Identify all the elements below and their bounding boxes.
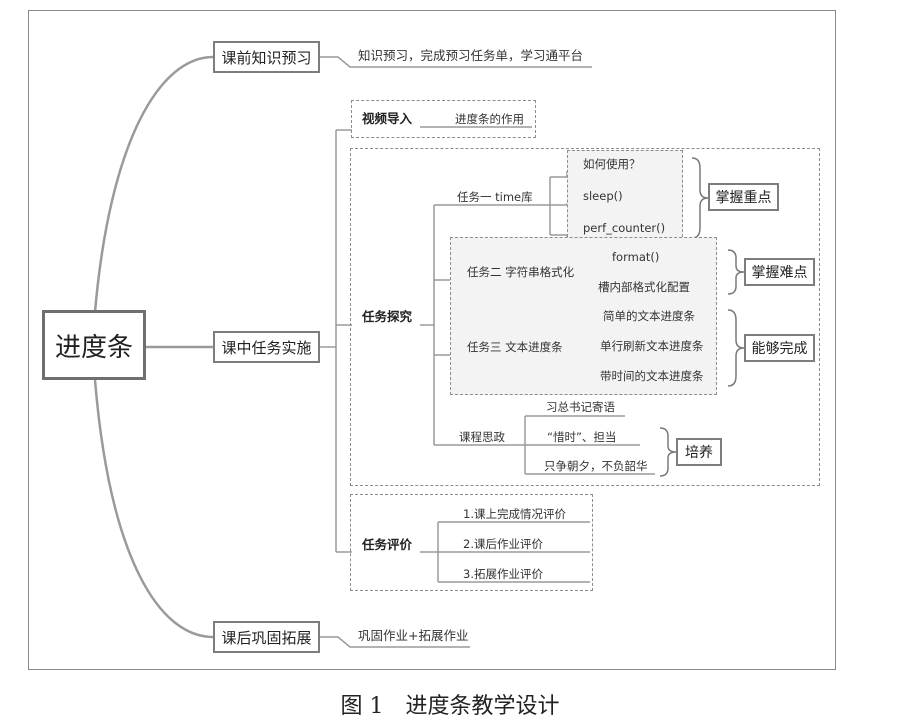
goal-task1: 掌握重点 <box>708 183 779 211</box>
evaluation-item-3: 3.拓展作业评价 <box>463 567 543 581</box>
goal-ideology: 培养 <box>676 438 722 466</box>
task3-item-3: 带时间的文本进度条 <box>600 369 704 383</box>
explore-title: 任务探究 <box>362 309 413 324</box>
root-node: 进度条 <box>42 310 146 380</box>
branch-in-class: 课中任务实施 <box>213 331 320 363</box>
goal-task2-label: 掌握难点 <box>751 265 808 281</box>
group-task1-items <box>567 150 683 242</box>
task1-item-2: sleep() <box>583 189 623 203</box>
ideology-item-3: 只争朝夕，不负韶华 <box>544 459 648 473</box>
goal-task2: 掌握难点 <box>744 258 815 286</box>
ideology-item-2: “惜时”、担当 <box>547 430 617 444</box>
goal-task3-label: 能够完成 <box>751 341 808 357</box>
goal-ideology-label: 培养 <box>685 445 713 461</box>
root-label: 进度条 <box>54 332 133 363</box>
evaluation-item-2: 2.课后作业评价 <box>463 537 543 551</box>
goal-task1-label: 掌握重点 <box>715 190 772 206</box>
branch-pre-class: 课前知识预习 <box>213 41 320 73</box>
task3-item-1: 简单的文本进度条 <box>603 309 695 323</box>
figure-caption: 图 1 进度条教学设计 <box>340 694 560 719</box>
task3-item-2: 单行刷新文本进度条 <box>600 339 704 353</box>
video-detail: 进度条的作用 <box>455 112 524 126</box>
post-class-detail: 巩固作业+拓展作业 <box>358 628 469 643</box>
task1-title: 任务一 time库 <box>457 190 533 204</box>
video-title: 视频导入 <box>362 111 413 126</box>
group-evaluation <box>350 494 593 591</box>
task2-title: 任务二 字符串格式化 <box>467 265 575 279</box>
branch-post-class: 课后巩固拓展 <box>213 621 320 653</box>
branch-post-class-label: 课后巩固拓展 <box>221 628 312 647</box>
ideology-title: 课程思政 <box>459 430 505 444</box>
task2-item-1: format() <box>612 250 660 264</box>
task1-item-1: 如何使用？ <box>583 157 641 171</box>
group-video <box>351 100 536 138</box>
ideology-item-1: 习总书记寄语 <box>546 400 615 414</box>
evaluation-title: 任务评价 <box>362 537 413 552</box>
group-task2-task3 <box>450 237 717 395</box>
pre-class-detail: 知识预习，完成预习任务单，学习通平台 <box>358 48 584 63</box>
task2-item-2: 槽内部格式化配置 <box>598 280 690 294</box>
group-explore <box>350 148 820 486</box>
branch-pre-class-label: 课前知识预习 <box>221 48 312 67</box>
goal-task3: 能够完成 <box>744 334 815 362</box>
evaluation-item-1: 1.课上完成情况评价 <box>463 507 566 521</box>
task1-item-3: perf_counter() <box>583 221 666 235</box>
branch-in-class-label: 课中任务实施 <box>221 338 312 357</box>
task3-title: 任务三 文本进度条 <box>467 340 563 354</box>
